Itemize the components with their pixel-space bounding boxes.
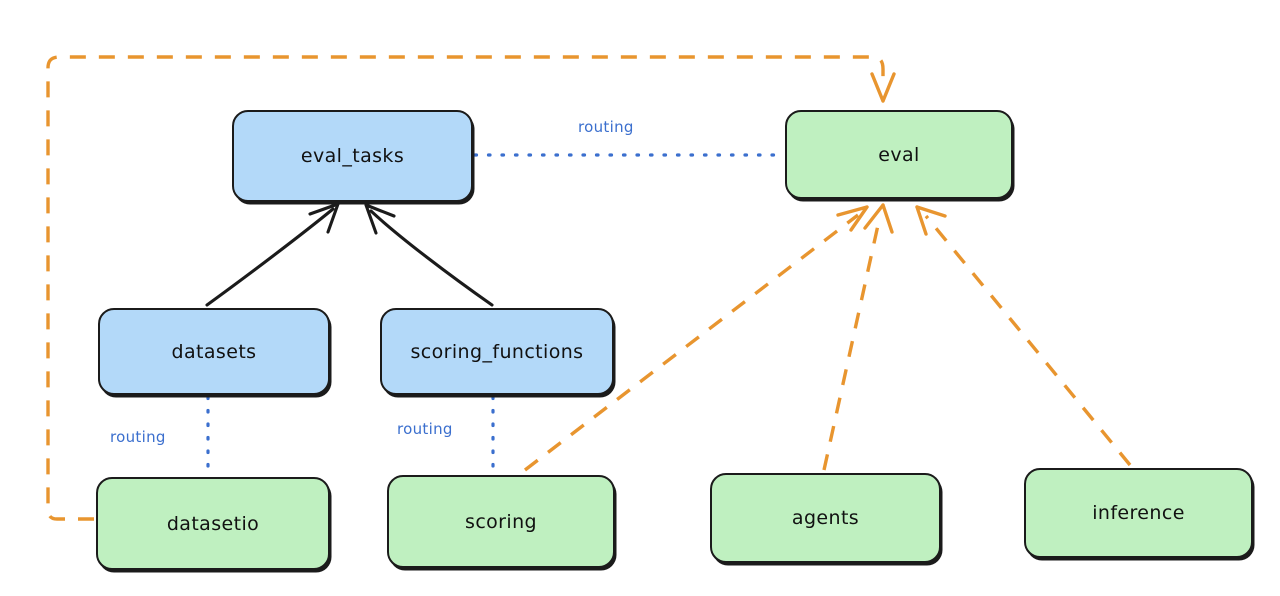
edge-inference-to-eval — [915, 205, 1132, 467]
node-label-inference: inference — [1092, 502, 1185, 524]
edge-agents-to-eval — [822, 203, 894, 471]
node-eval_tasks[interactable]: eval_tasks — [232, 110, 473, 202]
edge-label-routing-scoring_functions-scoring: routing — [397, 420, 453, 438]
node-scoring[interactable]: scoring — [387, 475, 615, 568]
node-inference[interactable]: inference — [1024, 468, 1253, 558]
node-label-eval: eval — [878, 143, 920, 166]
node-label-scoring_functions: scoring_functions — [410, 340, 584, 363]
node-label-agents: agents — [791, 507, 860, 529]
node-label-datasetio: datasetio — [166, 512, 260, 535]
node-datasetio[interactable]: datasetio — [96, 477, 330, 570]
edge-datasets-to-eval_tasks — [205, 202, 340, 307]
node-label-scoring: scoring — [465, 510, 537, 533]
node-eval[interactable]: eval — [785, 110, 1013, 199]
edge-scoring_functions-to-eval_tasks — [364, 203, 494, 307]
node-datasets[interactable]: datasets — [98, 308, 330, 395]
node-label-eval_tasks: eval_tasks — [300, 145, 405, 167]
node-scoring_functions[interactable]: scoring_functions — [380, 308, 614, 395]
node-label-datasets: datasets — [171, 340, 257, 363]
node-agents[interactable]: agents — [710, 473, 941, 563]
edge-label-routing-eval_tasks-eval: routing — [578, 118, 634, 136]
edge-label-routing-datasets-datasetio: routing — [110, 428, 166, 446]
